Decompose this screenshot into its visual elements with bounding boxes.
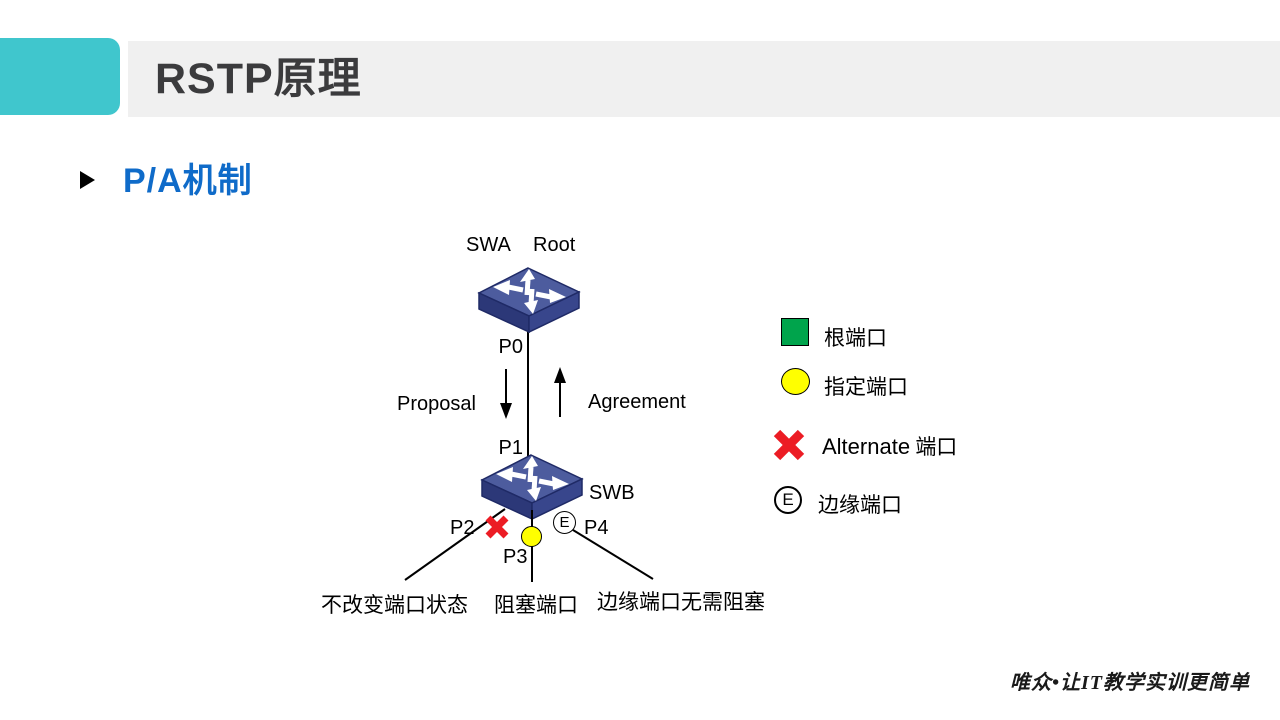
note-alternate: 不改变端口状态 bbox=[321, 593, 468, 617]
swa-label: SWA bbox=[466, 234, 511, 256]
legend-edge-port-icon: E bbox=[774, 486, 802, 514]
legend-root-port-icon bbox=[781, 318, 809, 346]
swa-role-label: Root bbox=[533, 234, 576, 256]
watermark: 唯众•让IT教学实训更简单 bbox=[1009, 672, 1250, 694]
note-blocking: 阻塞端口 bbox=[494, 593, 578, 617]
legend-root-port-label: 根端口 bbox=[824, 326, 887, 350]
proposal-down-arrow-icon bbox=[500, 369, 512, 419]
legend-alternate-en: Alternate bbox=[822, 434, 911, 459]
link-line-swa-swb bbox=[527, 329, 529, 459]
legend-designated-port-icon bbox=[781, 368, 810, 395]
port-label-p3: P3 bbox=[503, 546, 528, 568]
port-label-p1: P1 bbox=[498, 437, 523, 459]
swb-label: SWB bbox=[589, 482, 635, 504]
designated-port-dot-icon bbox=[521, 526, 542, 547]
link-line-p4 bbox=[572, 529, 654, 580]
switch-icon-swa bbox=[477, 267, 581, 334]
section-heading: P/A机制 bbox=[123, 162, 253, 200]
title-accent-bar bbox=[0, 38, 120, 115]
note-edge: 边缘端口无需阻塞 bbox=[597, 590, 765, 614]
edge-port-circle-icon: E bbox=[553, 511, 576, 534]
legend-alternate-port-label: Alternate 端口 bbox=[822, 431, 957, 461]
port-label-p0: P0 bbox=[498, 336, 523, 358]
legend-alternate-zh: 端口 bbox=[915, 435, 958, 459]
agreement-label: Agreement bbox=[588, 391, 686, 413]
switch-icon-swb bbox=[480, 454, 584, 521]
port-label-p4: P4 bbox=[584, 517, 609, 539]
agreement-up-arrow-icon bbox=[554, 367, 566, 417]
proposal-label: Proposal bbox=[397, 393, 476, 415]
port-label-p2: P2 bbox=[450, 517, 475, 539]
legend-designated-port-label: 指定端口 bbox=[824, 375, 908, 399]
bullet-triangle-icon bbox=[80, 171, 95, 189]
title-bar: RSTP原理 bbox=[128, 41, 1280, 117]
legend-edge-port-label: 边缘端口 bbox=[818, 493, 902, 517]
alternate-port-x-icon bbox=[485, 515, 509, 539]
page-title: RSTP原理 bbox=[155, 55, 362, 103]
legend-alternate-port-x-icon bbox=[773, 429, 805, 461]
